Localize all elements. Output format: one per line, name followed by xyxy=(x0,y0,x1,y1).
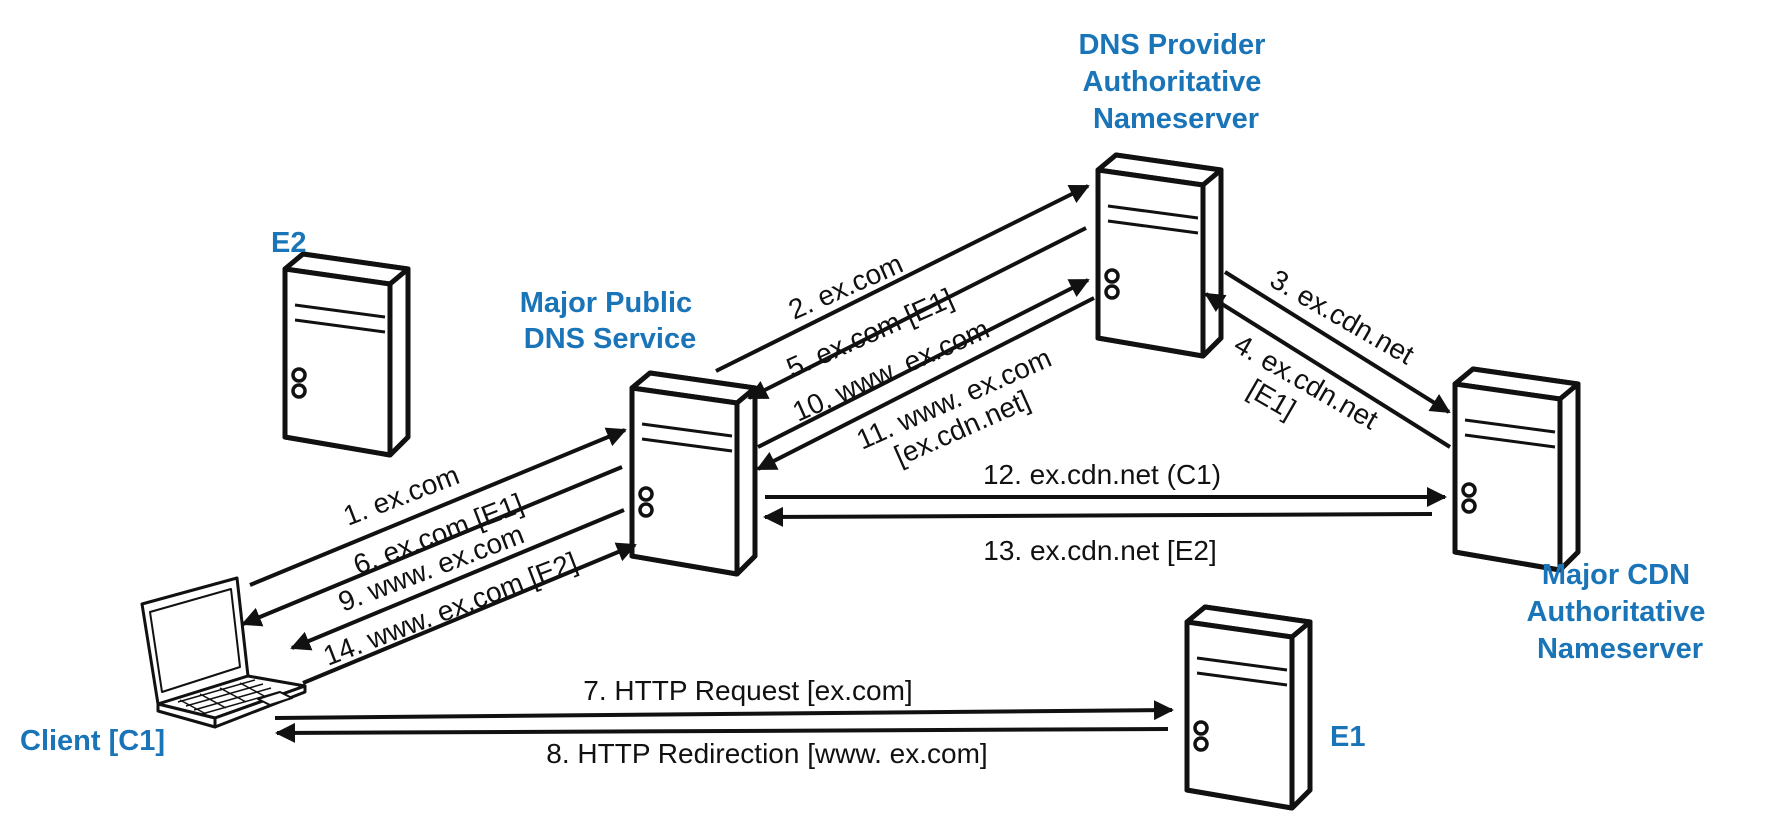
dns-provider-server-icon xyxy=(1098,155,1221,356)
edge-2 xyxy=(715,184,1090,373)
public-dns-label-line-1: Major Public xyxy=(520,287,692,319)
dns-provider-label-line-3: Nameserver xyxy=(1093,103,1259,135)
e2-server-icon xyxy=(285,254,408,455)
edge-1 xyxy=(249,427,627,587)
edge-13 xyxy=(763,506,1433,527)
edge-3 xyxy=(1223,270,1451,414)
msg-12: 12. ex.cdn.net (C1) xyxy=(983,459,1221,490)
e2-label: E2 xyxy=(271,227,306,259)
public-dns-server-icon xyxy=(632,373,755,574)
cdn-label-line-2: Authoritative xyxy=(1527,596,1706,628)
dns-provider-label-line-2: Authoritative xyxy=(1083,66,1262,98)
dns-provider-label: DNS Provider Authoritative Nameserver xyxy=(1078,29,1273,135)
edge-8 xyxy=(275,722,1169,743)
edge-5 xyxy=(747,226,1087,400)
msg-8: 8. HTTP Redirection [www. ex.com] xyxy=(546,738,987,769)
edge-11 xyxy=(756,296,1095,471)
cdn-server-icon xyxy=(1455,369,1578,570)
laptop-icon xyxy=(140,576,307,729)
edge-7 xyxy=(274,700,1174,721)
msg-13: 13. ex.cdn.net [E2] xyxy=(983,535,1217,566)
edge-10 xyxy=(757,278,1090,449)
msg-4: 4. ex.cdn.net [E1] xyxy=(1213,328,1390,467)
edge-9 xyxy=(290,508,625,651)
e1-label: E1 xyxy=(1330,721,1365,753)
cdn-label-line-1: Major CDN xyxy=(1542,559,1690,591)
public-dns-label-line-2: DNS Service xyxy=(524,323,697,355)
edge-6 xyxy=(241,465,623,627)
edge-4 xyxy=(1204,292,1452,449)
public-dns-label: Major Public DNS Service xyxy=(520,287,700,355)
cdn-label-line-3: Nameserver xyxy=(1537,633,1703,665)
client-label: Client [C1] xyxy=(20,725,165,757)
cdn-label: Major CDN Authoritative Nameserver xyxy=(1527,559,1714,665)
edge-14 xyxy=(302,542,637,685)
msg-7: 7. HTTP Request [ex.com] xyxy=(583,675,912,706)
dns-provider-label-line-1: DNS Provider xyxy=(1078,29,1265,61)
e1-server-icon xyxy=(1187,607,1310,808)
